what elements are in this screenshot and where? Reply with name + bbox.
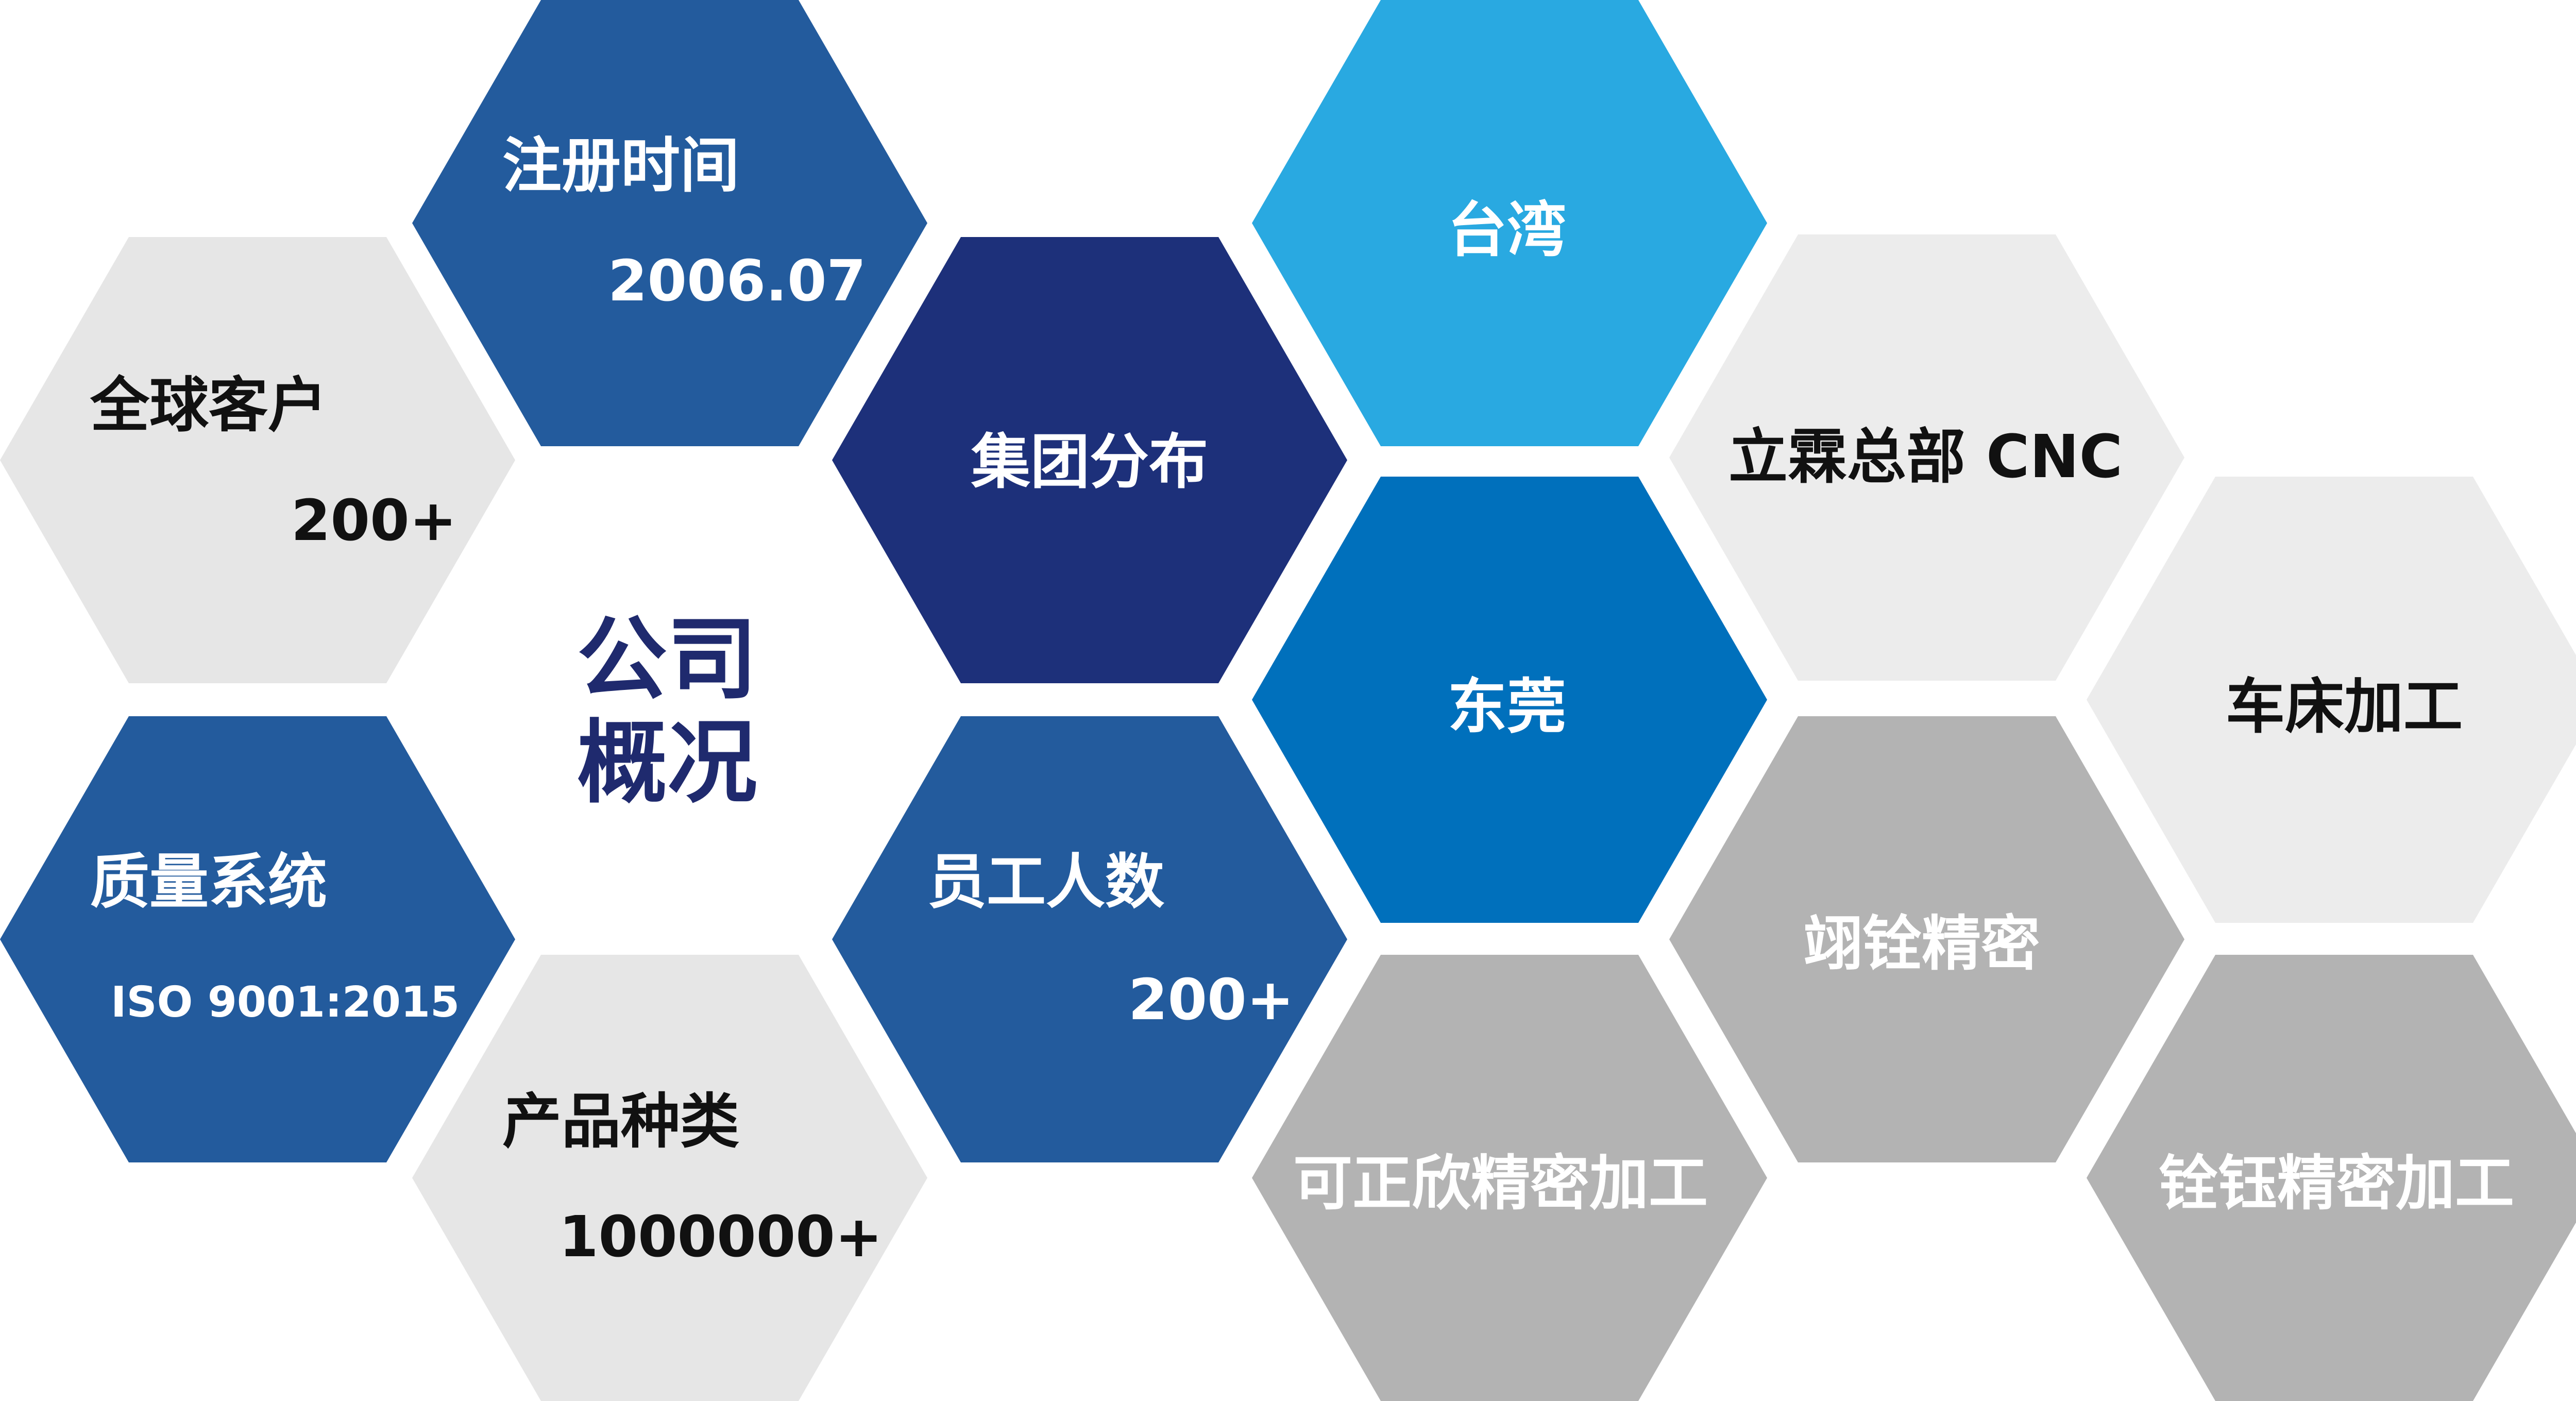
location-taiwan-label: 台湾 — [1448, 196, 1567, 265]
location-hq-cnc-hex — [1669, 234, 2184, 681]
center-title-line2: 概况 — [577, 711, 757, 816]
quality-system-hex — [0, 716, 515, 1162]
center-title: 公司 概况 — [577, 608, 757, 816]
location-hq-cnc-label: 立霖总部 CNC — [1728, 423, 2123, 492]
quality-system-label: 质量系统 — [90, 848, 328, 917]
center-title-line1: 公司 — [577, 607, 757, 712]
location-kezhengxin-label: 可正欣精密加工 — [1293, 1149, 1708, 1218]
product-types-hex — [412, 955, 927, 1401]
group-distribution-title: 集团分布 — [971, 428, 1209, 497]
product-types-value: 1000000+ — [559, 1204, 883, 1270]
employees-value: 200+ — [1128, 967, 1294, 1033]
global-customers-value: 200+ — [291, 487, 457, 553]
global-customers-label: 全球客户 — [90, 371, 328, 440]
global-customers-hex — [0, 237, 515, 683]
employees-hex — [832, 716, 1347, 1162]
location-quanyu-label: 铨钰精密加工 — [2159, 1149, 2515, 1218]
product-types-label: 产品种类 — [502, 1087, 740, 1156]
location-dongguan-label: 东莞 — [1448, 672, 1567, 741]
quality-system-value: ISO 9001:2015 — [111, 978, 460, 1027]
location-yiquan-label: 翊铨精密 — [1803, 909, 2041, 978]
registration-hex — [412, 0, 927, 446]
location-lathe-label: 车床加工 — [2226, 672, 2463, 741]
location-taiwan-hex — [1252, 0, 1767, 446]
employees-label: 员工人数 — [927, 848, 1165, 917]
location-kezhengxin-hex — [1252, 955, 1767, 1401]
location-yiquan-hex — [1669, 716, 2184, 1162]
registration-label: 注册时间 — [502, 131, 740, 200]
registration-value: 2006.07 — [608, 248, 867, 314]
location-dongguan-hex — [1252, 477, 1767, 923]
